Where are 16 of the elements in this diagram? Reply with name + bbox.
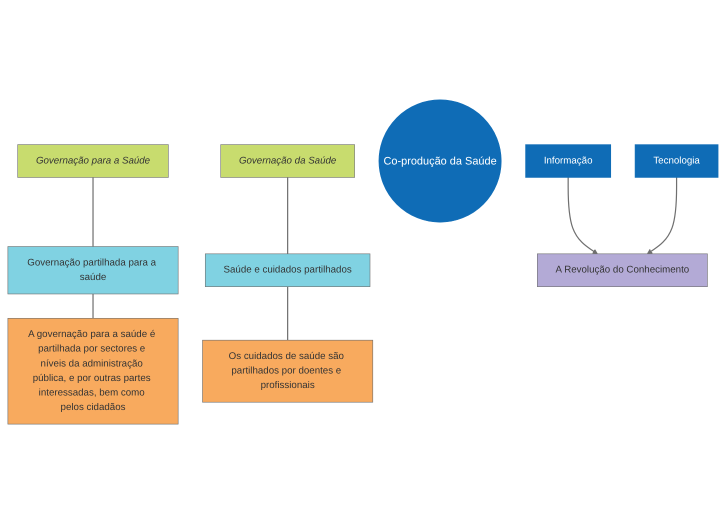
node-box: Os cuidados de saúde são partilhados por doentes e profissionais [202, 340, 374, 403]
arrow [568, 177, 598, 254]
node-box: Informação [525, 144, 612, 178]
node-box: Governação da Saúde [220, 144, 355, 178]
node-circle: Co-produção da Saúde [378, 100, 502, 222]
node-box: Governação para a Saúde [17, 144, 169, 178]
connector [287, 177, 288, 254]
connector [92, 177, 94, 247]
node-box: Governação partilhada para a saúde [8, 246, 178, 294]
connector [92, 294, 94, 318]
node-box: Saúde e cuidados partilhados [205, 254, 370, 287]
arrow [646, 177, 678, 254]
node-box: A Revolução do Conhecimento [537, 254, 708, 287]
connector [287, 286, 288, 340]
node-box: Tecnologia [634, 144, 718, 178]
node-box: A governação para a saúde é partilhada por sectores e níveis da administração pública, e por outras partes interessadas, bem como pelos cidadãos [8, 318, 178, 424]
